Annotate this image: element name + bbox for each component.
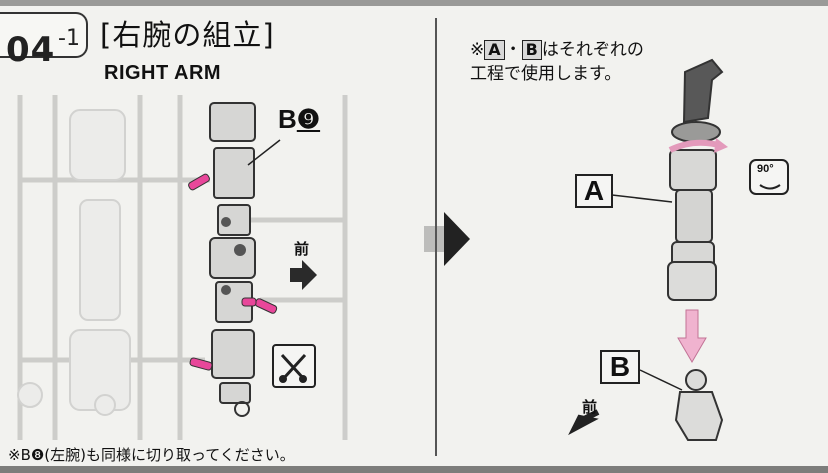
callout-b: B bbox=[600, 350, 640, 384]
front-arrow-icon bbox=[290, 260, 317, 290]
note-prefix: ※ bbox=[470, 40, 485, 60]
step-subnumber: -1 bbox=[58, 26, 80, 51]
down-arrow-icon bbox=[677, 309, 707, 363]
part-ref-number: ❾ bbox=[296, 104, 321, 134]
front-label-left: 前 bbox=[294, 241, 310, 258]
note-a-box: A bbox=[484, 40, 505, 60]
note-line2: 工程で使用します。 bbox=[470, 64, 622, 84]
step-number: 04 bbox=[6, 30, 56, 70]
page-title-en: RIGHT ARM bbox=[104, 62, 222, 84]
callout-a: A bbox=[575, 174, 613, 208]
page-title-jp: [右腕の組立] bbox=[100, 18, 275, 52]
next-step-arrow-icon bbox=[444, 212, 470, 266]
front-arrow-right-icon bbox=[568, 409, 600, 436]
step-badge: 04 -1 bbox=[0, 12, 88, 70]
rotate-label: 90° bbox=[757, 163, 774, 175]
part-ref-label: B❾ bbox=[278, 104, 320, 135]
front-label-right: 前 bbox=[582, 399, 598, 416]
ring-part bbox=[234, 401, 250, 417]
bottom-note: ※B❽(左腕)も同様に切り取ってください。 bbox=[8, 446, 295, 464]
note-line1-rest: はそれぞれの bbox=[541, 40, 644, 60]
note-b-box: B bbox=[521, 40, 542, 60]
top-border bbox=[0, 0, 828, 6]
panel-divider bbox=[435, 18, 437, 456]
note-sep: ・ bbox=[504, 40, 522, 60]
bottom-border bbox=[0, 466, 828, 473]
part-ref-letter: B bbox=[278, 104, 297, 134]
